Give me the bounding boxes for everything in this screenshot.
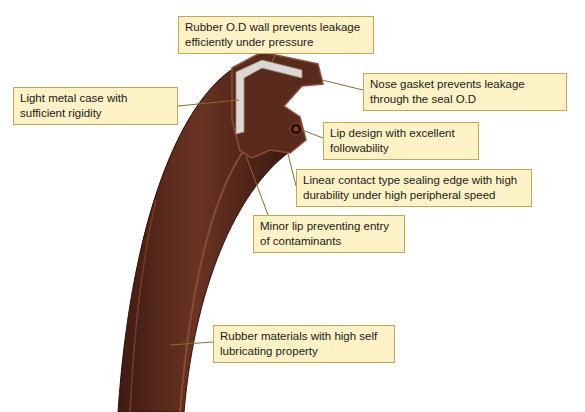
leader-line bbox=[246, 156, 268, 215]
leader-line bbox=[288, 154, 296, 186]
garter-spring-core bbox=[294, 127, 299, 132]
leader-line bbox=[178, 100, 239, 106]
callout-box: Rubber materials with high self lubricat… bbox=[213, 325, 395, 363]
minor-lip-edge bbox=[180, 150, 244, 412]
seal-cross-section bbox=[232, 52, 323, 158]
callout-box: Rubber O.D wall prevents leakage efficie… bbox=[178, 16, 374, 54]
callout-box: Minor lip preventing entry of contaminan… bbox=[253, 215, 405, 253]
callout-text: Minor lip preventing entry of contaminan… bbox=[260, 219, 398, 249]
leader-line bbox=[322, 80, 363, 90]
leader-line bbox=[302, 130, 323, 138]
callout-box: Lip design with excellent followability bbox=[323, 122, 479, 160]
callout-box: Light metal case with sufficient rigidit… bbox=[13, 87, 178, 125]
garter-spring bbox=[290, 123, 302, 135]
callout-text: Light metal case with sufficient rigidit… bbox=[20, 91, 171, 121]
metal-case bbox=[236, 60, 302, 134]
callout-box: Linear contact type sealing edge with hi… bbox=[296, 169, 532, 207]
callout-box: Nose gasket prevents leakage through the… bbox=[363, 73, 567, 111]
callout-text: Nose gasket prevents leakage through the… bbox=[370, 77, 560, 107]
callout-text: Linear contact type sealing edge with hi… bbox=[303, 173, 525, 203]
callout-text: Lip design with excellent followability bbox=[330, 126, 472, 156]
leader-line bbox=[170, 342, 213, 345]
callout-text: Rubber materials with high self lubricat… bbox=[220, 329, 388, 359]
ring-highlight bbox=[130, 200, 156, 412]
leader-line bbox=[272, 55, 275, 62]
callout-text: Rubber O.D wall prevents leakage efficie… bbox=[185, 20, 367, 50]
